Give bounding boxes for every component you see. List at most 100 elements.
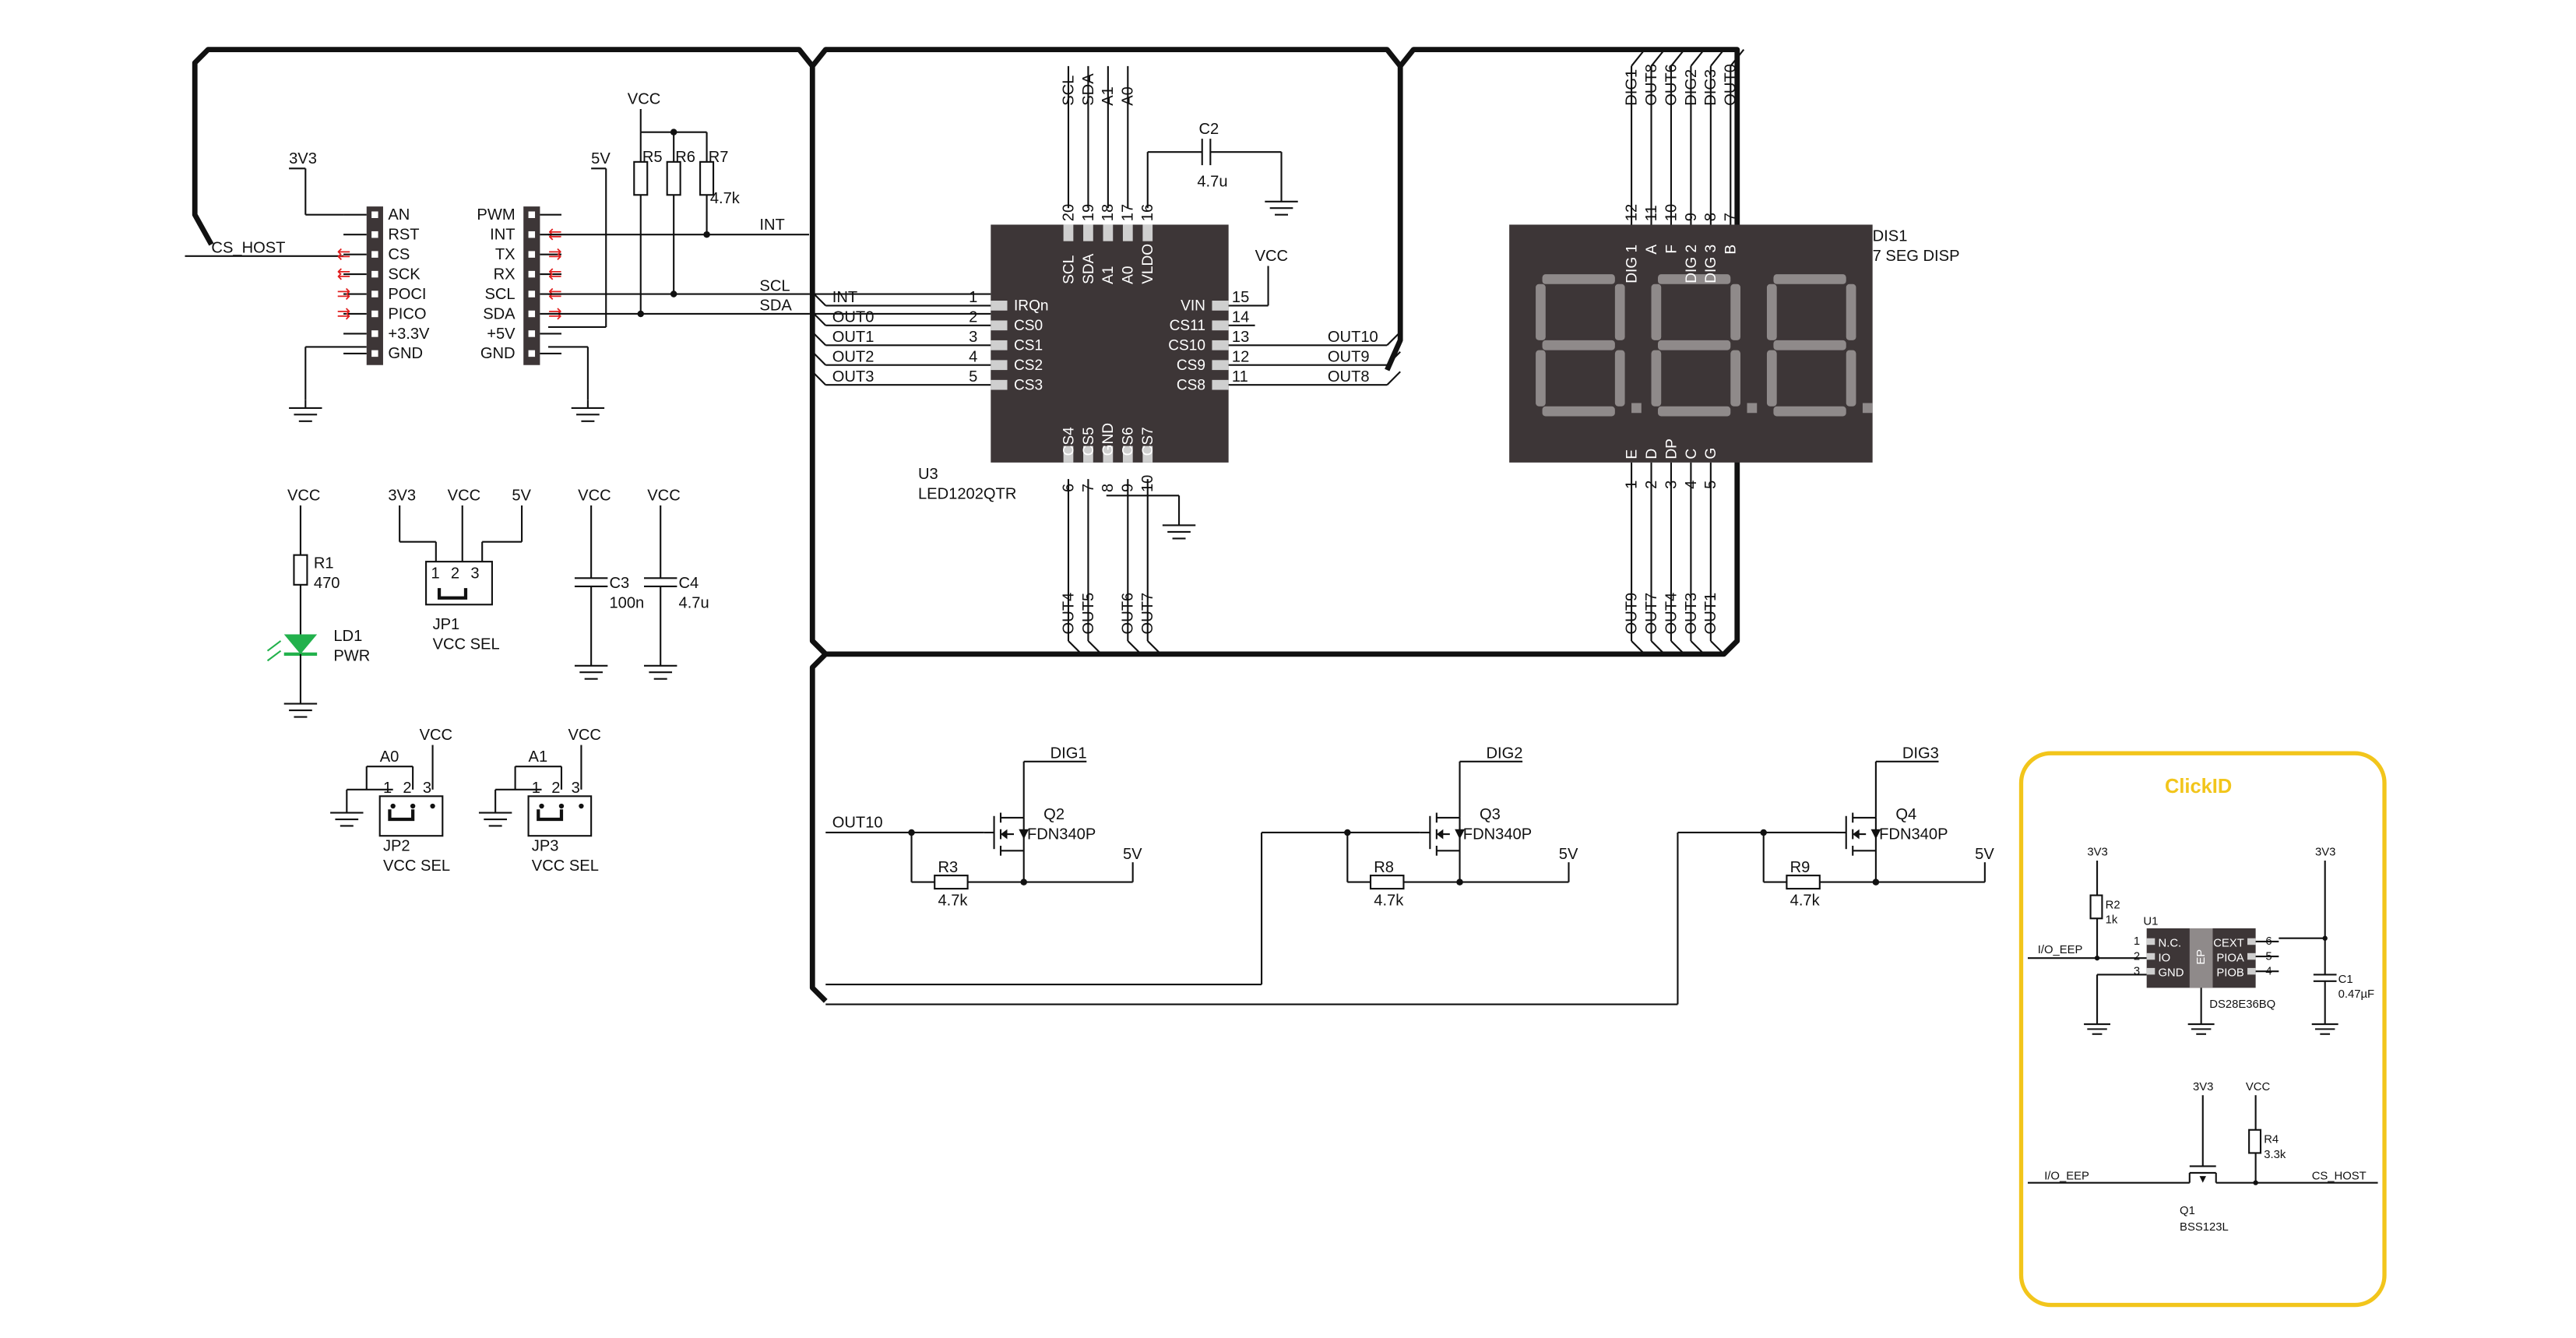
jp3-jumper: A1 VCC 1 2 3 JP3 VCC SEL xyxy=(478,727,601,875)
u3-pin-name: CS4 xyxy=(1061,427,1077,456)
u1-pin-name: N.C. xyxy=(2159,937,2182,949)
segment xyxy=(1542,340,1615,350)
c3-ref: C3 xyxy=(609,575,629,592)
c4-ref: C4 xyxy=(679,575,699,592)
segment xyxy=(1730,350,1741,407)
bus-entry xyxy=(1650,640,1666,655)
r1-value: 470 xyxy=(314,575,340,592)
u3-pin-name: CS1 xyxy=(1014,338,1043,354)
u3-net-label: SDA xyxy=(1080,73,1097,106)
u3-net-label: OUT4 xyxy=(1060,593,1077,635)
u3-pin-number: 18 xyxy=(1100,204,1117,221)
u3-pin-name: CS2 xyxy=(1014,357,1043,374)
dis1-pin-number: 2 xyxy=(1643,481,1660,489)
u3-pin-name: CS10 xyxy=(1168,338,1205,354)
u3-pin-pad xyxy=(1212,379,1229,390)
q1-gate-supply: 3V3 xyxy=(2193,1081,2213,1093)
u3-pin-pad xyxy=(1142,445,1153,463)
pullup-ref: R6 xyxy=(675,149,695,166)
c1-supply: 3V3 xyxy=(2315,847,2335,859)
segment xyxy=(1542,406,1615,417)
cs-host-net: CS_HOST xyxy=(211,240,285,257)
u3-pin-pad xyxy=(1103,224,1114,241)
header-pin-pad xyxy=(528,290,536,298)
driver-r-value: 4.7k xyxy=(938,892,968,909)
u3-led-driver: U3 LED1202QTR 1IRQnINT2CS0OUT03CS1OUT14C… xyxy=(809,65,1401,655)
jp1-left-label: 3V3 xyxy=(388,488,416,505)
u1-pin-pad xyxy=(2247,967,2256,975)
u3-net-label: OUT3 xyxy=(832,368,875,386)
jp3-vcc: VCC xyxy=(568,727,600,744)
header-pin-pad xyxy=(528,251,536,258)
bus-entry xyxy=(811,351,827,366)
bus-entry xyxy=(1710,640,1725,655)
net-int-label: INT xyxy=(759,217,784,234)
u3-pin-pad xyxy=(1212,301,1229,311)
u3-pin-name: CS3 xyxy=(1014,378,1043,394)
decimal-point xyxy=(1862,403,1873,414)
header-left-supply: 3V3 xyxy=(289,150,317,167)
dis1-net-label: OUT4 xyxy=(1663,593,1680,635)
jp2-pin1: 1 xyxy=(383,780,392,797)
header-pin-pad xyxy=(528,310,536,318)
net-scl-label: SCL xyxy=(759,277,790,294)
dis1-pin-name: A xyxy=(1644,245,1660,255)
q1-ref: Q1 xyxy=(2180,1205,2195,1217)
jp3-pin2: 2 xyxy=(551,780,560,797)
r4-ref: R4 xyxy=(2264,1134,2279,1146)
segment xyxy=(1766,283,1777,340)
u3-pin-pad xyxy=(1142,224,1153,241)
dis1-pin-number: 1 xyxy=(1623,481,1640,489)
header-pin-pad xyxy=(528,350,536,357)
jp2-vcc: VCC xyxy=(420,727,452,744)
body-diode-icon xyxy=(1455,829,1465,840)
ground-symbol xyxy=(283,702,318,718)
jp3-net: A1 xyxy=(529,748,548,766)
dis1-pin-name: E xyxy=(1624,449,1640,459)
power-led-circuit: VCC R1 470 LD1 PWR xyxy=(266,488,370,718)
mosfet-arrow-icon xyxy=(1436,829,1444,840)
segment xyxy=(1651,283,1662,340)
c2-value: 4.7u xyxy=(1197,174,1227,191)
u3-net-label: A1 xyxy=(1100,86,1117,106)
u3-pin-pad xyxy=(1083,224,1093,241)
u1-pin-pad xyxy=(2146,938,2155,945)
dis1-net-label: OUT3 xyxy=(1683,593,1700,635)
header-pin-pad xyxy=(528,270,536,278)
u3-pin-name: CS9 xyxy=(1177,357,1205,374)
driver-r-ref: R3 xyxy=(938,859,958,876)
segment xyxy=(1536,350,1546,407)
dis1-pin-number: 5 xyxy=(1702,481,1719,489)
u3-pin-name: VIN xyxy=(1181,298,1205,315)
jp1-pin2: 2 xyxy=(451,565,459,582)
signal-arrow-icon: ⇉ xyxy=(548,244,562,263)
jp1-label: VCC SEL xyxy=(433,636,500,653)
jp2-jumper: A0 VCC 1 2 3 JP2 VCC SEL xyxy=(330,727,452,875)
pullup-ref: R7 xyxy=(709,149,729,166)
driver-resistor xyxy=(934,875,969,890)
header-right-pin-label: SCL xyxy=(484,286,515,303)
u3-net-label: OUT1 xyxy=(832,329,875,346)
driver-supply: 5V xyxy=(1123,846,1142,863)
u3-pin-number: 8 xyxy=(1100,484,1117,492)
io-eep-net-2: I/O_EEP xyxy=(2044,1170,2089,1182)
u3-pin-number: 3 xyxy=(969,329,977,346)
jp1-mid-label: VCC xyxy=(448,488,480,505)
u3-pin-pad xyxy=(991,340,1008,350)
c4-vcc: VCC xyxy=(647,488,680,505)
u3-ref: U3 xyxy=(918,466,938,483)
u3-net-label: OUT5 xyxy=(1080,593,1097,635)
u3-net-label: OUT2 xyxy=(832,348,875,365)
dis1-pin-name: DIG 2 xyxy=(1684,245,1700,283)
body-diode-icon xyxy=(1019,829,1029,840)
dis1-pin-number: 4 xyxy=(1683,481,1700,489)
driver-part: FDN340P xyxy=(1027,826,1096,843)
u3-pin-number: 20 xyxy=(1060,204,1077,221)
u3-pin-number: 4 xyxy=(969,348,977,365)
header-right-pin-label: PWM xyxy=(477,206,515,224)
signal-arrow-icon: ⇇ xyxy=(337,244,351,263)
header-right-pin-label: SDA xyxy=(483,305,516,322)
segment xyxy=(1542,274,1615,284)
